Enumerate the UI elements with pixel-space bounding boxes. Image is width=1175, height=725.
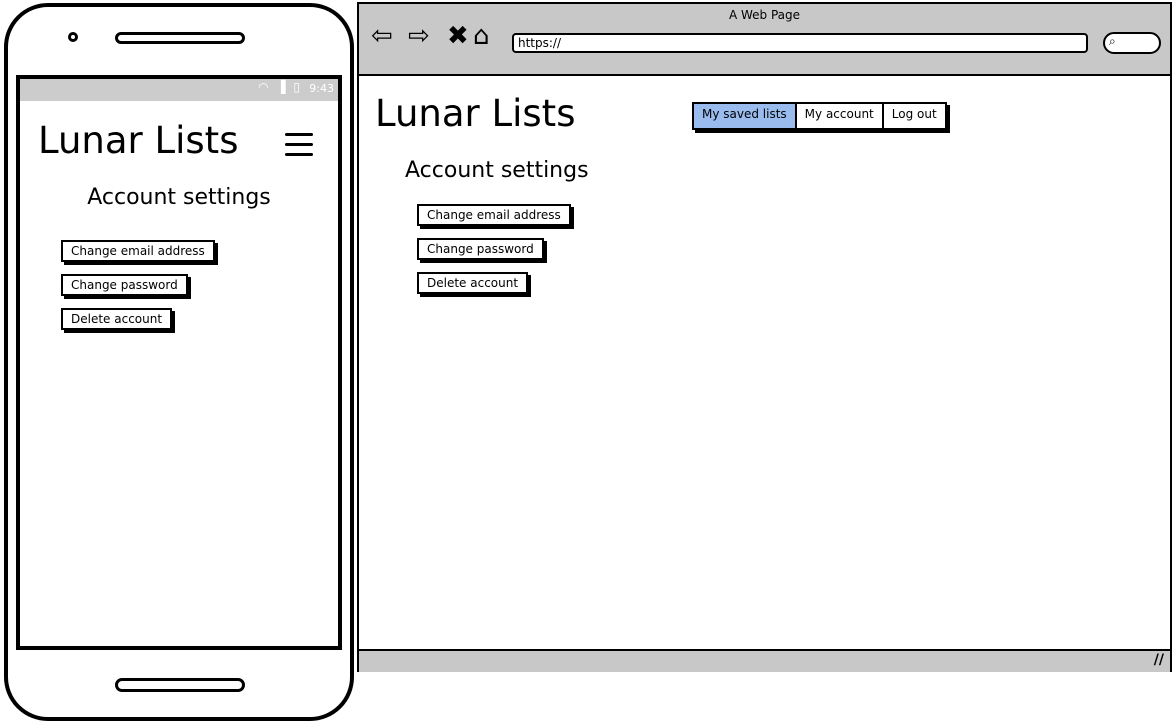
phone-camera	[68, 32, 78, 42]
page-title: Account settings	[405, 158, 589, 183]
browser-status-bar: //	[359, 649, 1170, 672]
tab-my-saved-lists[interactable]: My saved lists	[694, 104, 797, 128]
back-arrow-icon[interactable]: ⇦	[371, 21, 393, 51]
status-time: 9:43	[309, 82, 334, 95]
change-password-button[interactable]: Change password	[417, 238, 544, 260]
change-password-button[interactable]: Change password	[61, 274, 188, 296]
signal-icon: ◠ ▐ ▯	[258, 80, 302, 94]
browser-window: A Web Page ⇦ ⇨ ✖ ⌂ https:// ⌕ Lunar List…	[357, 2, 1172, 672]
delete-account-button[interactable]: Delete account	[61, 308, 173, 330]
forward-arrow-icon[interactable]: ⇨	[408, 21, 430, 51]
search-button[interactable]: ⌕	[1103, 32, 1161, 54]
phone-status-bar: ◠ ▐ ▯ 9:43	[20, 79, 338, 101]
browser-toolbar: A Web Page ⇦ ⇨ ✖ ⌂ https:// ⌕	[359, 4, 1170, 76]
home-icon[interactable]: ⌂	[473, 21, 490, 51]
close-x-icon[interactable]: ✖	[447, 21, 469, 51]
search-icon: ⌕	[1109, 34, 1116, 48]
tab-log-out[interactable]: Log out	[891, 107, 937, 121]
tab-my-account[interactable]: My account	[797, 104, 884, 128]
phone-speaker	[115, 32, 245, 44]
change-email-button[interactable]: Change email address	[61, 240, 215, 262]
phone-screen: ◠ ▐ ▯ 9:43 Lunar Lists Account settings …	[16, 75, 342, 650]
phone-home-button[interactable]	[115, 678, 245, 692]
delete-account-button[interactable]: Delete account	[417, 272, 529, 294]
app-title: Lunar Lists	[38, 119, 239, 162]
page-title: Account settings	[87, 185, 271, 210]
change-email-button[interactable]: Change email address	[417, 204, 571, 226]
nav-tabs: My saved lists My account Log out	[692, 102, 947, 130]
url-input[interactable]: https://	[512, 33, 1088, 53]
app-title: Lunar Lists	[375, 92, 576, 135]
hamburger-menu-icon[interactable]	[285, 133, 313, 159]
window-title: A Web Page	[728, 8, 801, 22]
resize-grip-icon[interactable]: //	[1153, 652, 1164, 668]
